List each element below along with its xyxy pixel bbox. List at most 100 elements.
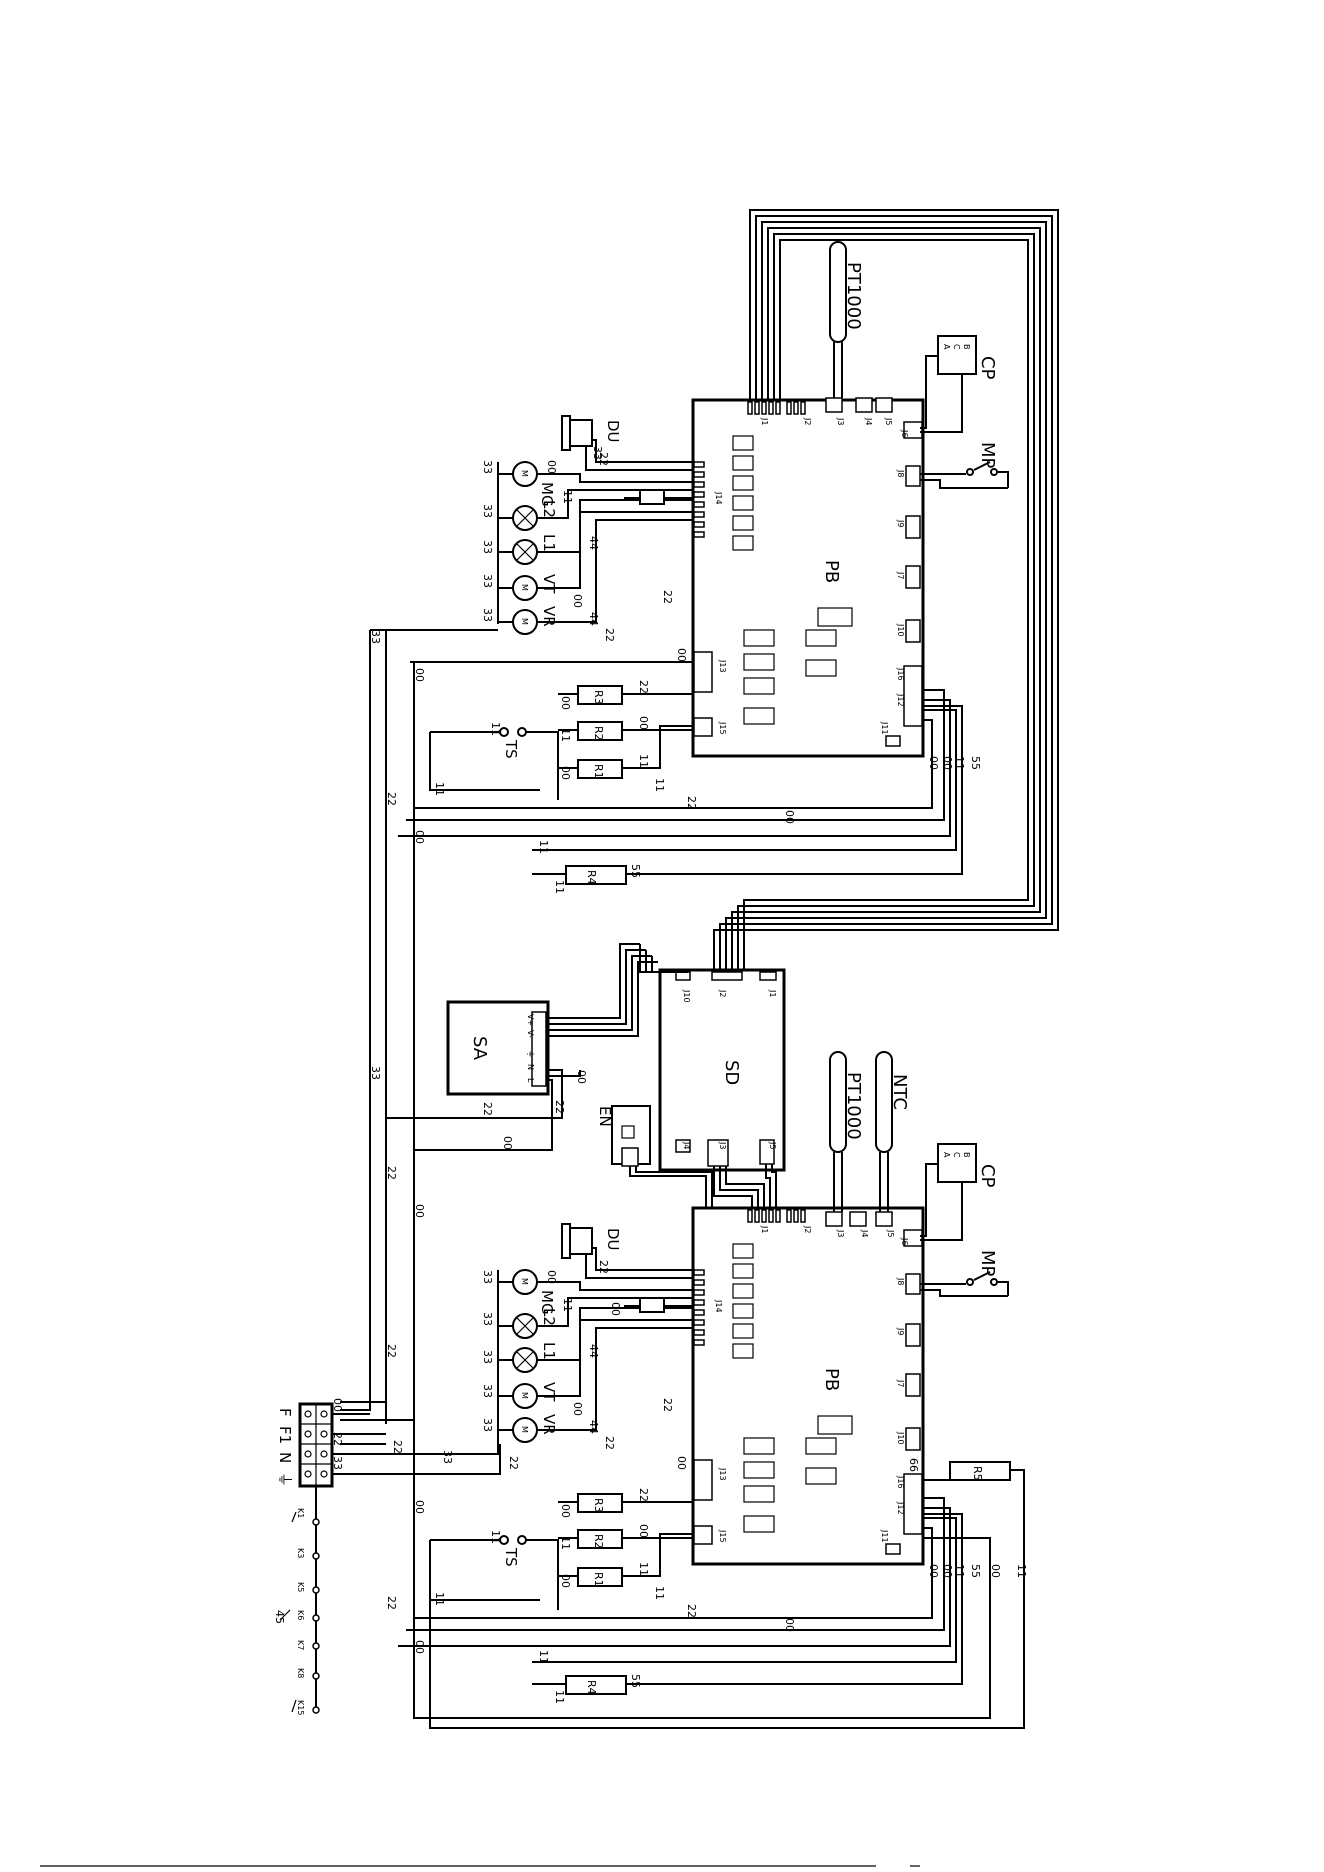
pb-label-a: PB xyxy=(821,560,842,583)
svg-text:J8: J8 xyxy=(896,1277,905,1285)
j3-b xyxy=(825,1211,843,1227)
svg-text:11: 11 xyxy=(637,754,650,768)
svg-text:L1: L1 xyxy=(540,534,558,552)
svg-text:33: 33 xyxy=(481,574,494,588)
svg-text:00: 00 xyxy=(559,1504,572,1518)
svg-text:00: 00 xyxy=(575,1070,588,1084)
wire-labels: 33 33 22 22 22 22 00 00 00 00 00 22 00 2… xyxy=(331,446,1028,1704)
svg-text:J9: J9 xyxy=(896,1327,905,1335)
svg-text:22: 22 xyxy=(385,1166,398,1180)
svg-text:11: 11 xyxy=(489,1530,502,1544)
svg-text:22: 22 xyxy=(385,1344,398,1358)
svg-text:J14: J14 xyxy=(714,1299,723,1313)
svg-text:J9: J9 xyxy=(896,519,905,527)
svg-text:22: 22 xyxy=(603,1436,616,1450)
svg-text:J4: J4 xyxy=(860,1229,869,1237)
svg-text:66: 66 xyxy=(907,1458,920,1472)
svg-text:MG: MG xyxy=(538,482,556,507)
svg-text:J7: J7 xyxy=(896,1379,905,1387)
supply-bus xyxy=(340,629,694,1445)
svg-text:00: 00 xyxy=(637,716,650,730)
svg-text:33: 33 xyxy=(481,540,494,554)
svg-text:J2: J2 xyxy=(803,417,812,425)
unit-b: PB J1 J2 J3 J4 J5 J6 xyxy=(386,1051,1025,1729)
pt1000-label-b: PT1000 xyxy=(843,1072,864,1140)
svg-text:B: B xyxy=(962,1152,971,1158)
svg-text:C: C xyxy=(952,344,961,350)
svg-text:22: 22 xyxy=(553,1100,566,1114)
svg-text:A: A xyxy=(942,1152,951,1158)
svg-text:R3: R3 xyxy=(592,1498,605,1513)
svg-text:M: M xyxy=(520,618,529,625)
pt1000-probe-b xyxy=(829,1051,847,1153)
svg-text:J5: J5 xyxy=(768,1141,777,1149)
svg-text:11: 11 xyxy=(561,1298,574,1312)
j5-a xyxy=(875,397,893,413)
sa-label: SA xyxy=(469,1036,490,1061)
cp-label-a: CP xyxy=(977,356,998,380)
j6-a xyxy=(903,421,923,439)
svg-text:00: 00 xyxy=(941,756,954,770)
svg-text:J15: J15 xyxy=(718,721,727,735)
svg-text:44: 44 xyxy=(587,612,600,626)
svg-text:J7: J7 xyxy=(896,571,905,579)
svg-text:J3: J3 xyxy=(836,417,845,425)
svg-text:R2: R2 xyxy=(592,726,605,741)
sa-power-supply: SA V+ V- ⏚ N L xyxy=(386,943,658,1151)
svg-text:44: 44 xyxy=(587,1344,600,1358)
svg-text:R4: R4 xyxy=(585,870,598,885)
svg-text:11: 11 xyxy=(953,756,966,770)
svg-text:00: 00 xyxy=(331,1398,344,1412)
svg-text:R5: R5 xyxy=(971,1466,984,1481)
svg-text:K15: K15 xyxy=(296,1700,305,1715)
svg-text:00: 00 xyxy=(559,696,572,710)
svg-text:55: 55 xyxy=(629,1674,642,1688)
du-label-a: DU xyxy=(604,420,622,443)
du-solenoid-b xyxy=(569,1227,593,1255)
svg-text:45: 45 xyxy=(273,1610,286,1624)
svg-text:55: 55 xyxy=(969,1564,982,1578)
svg-text:11: 11 xyxy=(433,782,446,796)
ts-label-b: TS xyxy=(502,1547,520,1567)
j5-b xyxy=(875,1211,893,1227)
svg-text:00: 00 xyxy=(501,1136,514,1150)
svg-text:22: 22 xyxy=(481,1102,494,1116)
svg-text:VR: VR xyxy=(540,606,558,627)
svg-text:55: 55 xyxy=(629,864,642,878)
svg-text:33: 33 xyxy=(331,1456,344,1470)
svg-text:C: C xyxy=(952,1152,961,1158)
svg-text:M: M xyxy=(520,1426,529,1433)
svg-text:00: 00 xyxy=(571,594,584,608)
svg-text:00: 00 xyxy=(413,1500,426,1514)
svg-text:J5: J5 xyxy=(886,1229,895,1237)
svg-text:J1: J1 xyxy=(760,1225,769,1233)
svg-text:22: 22 xyxy=(597,1260,610,1274)
sd-display-board: SD J10 J2 J1 J4 J3 J5 xyxy=(639,944,786,1208)
svg-text:J12: J12 xyxy=(896,1501,905,1515)
cp-switch-b xyxy=(937,1143,977,1183)
svg-text:33: 33 xyxy=(591,446,604,460)
svg-text:22: 22 xyxy=(603,628,616,642)
svg-text:J8: J8 xyxy=(896,469,905,477)
mp-label-a: MP xyxy=(977,442,998,469)
svg-text:00: 00 xyxy=(545,460,558,474)
right-connectors-b xyxy=(885,1273,923,1555)
svg-text:55: 55 xyxy=(969,756,982,770)
svg-text:11: 11 xyxy=(537,840,550,854)
svg-text:J1: J1 xyxy=(768,989,777,997)
du-label-b: DU xyxy=(604,1228,622,1251)
svg-text:00: 00 xyxy=(559,1574,572,1588)
svg-text:33: 33 xyxy=(481,1312,494,1326)
svg-text:00: 00 xyxy=(559,766,572,780)
svg-text:M: M xyxy=(520,1392,529,1399)
svg-text:VT: VT xyxy=(540,1382,558,1402)
svg-text:00: 00 xyxy=(413,1204,426,1218)
svg-text:22: 22 xyxy=(637,1488,650,1502)
svg-text:44: 44 xyxy=(587,1420,600,1434)
svg-text:22: 22 xyxy=(385,792,398,806)
svg-text:N: N xyxy=(276,1452,294,1463)
svg-text:33: 33 xyxy=(441,1450,454,1464)
svg-text:F: F xyxy=(276,1408,294,1417)
svg-text:22: 22 xyxy=(597,452,610,466)
svg-text:11: 11 xyxy=(553,880,566,894)
